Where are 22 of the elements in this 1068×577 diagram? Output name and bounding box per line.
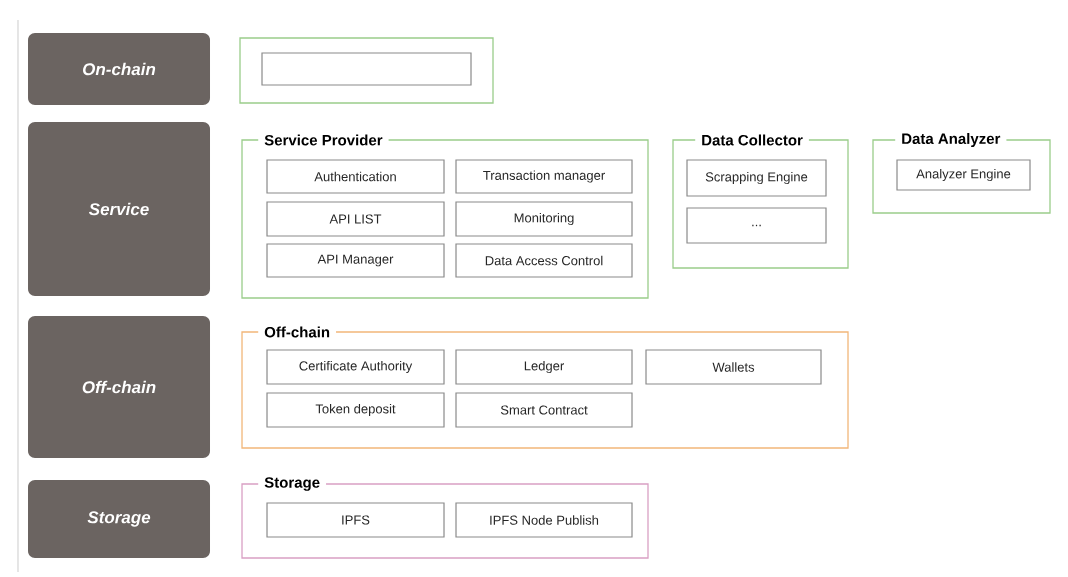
component-box: Ledger [455,349,633,385]
component-box: Authentication [266,159,445,194]
component-box: Certificate Authority [266,349,445,385]
component-box: API LIST [266,201,445,237]
layer-box: Service [28,122,210,296]
component-box: API Manager [266,243,445,278]
layer-box: Off-chain [28,316,210,458]
component-box: Analyzer Engine [896,159,1031,191]
layer-box: On-chain [28,33,210,105]
component-box: Token deposit [266,392,445,428]
component-box: IPFS Node Publish [455,502,633,538]
layer-box: Storage [28,480,210,558]
component-box: Monitoring [455,201,633,237]
component-box: Scrapping Engine [686,159,827,197]
component-box: Wallets [645,349,822,385]
group-box [239,37,494,104]
component-box: Smart Contract [455,392,633,428]
component-box: IPFS [266,502,445,538]
component-box [261,52,472,86]
component-box: Data Access Control [455,243,633,278]
component-box: Transaction manager [455,159,633,194]
component-box: ... [686,207,827,244]
